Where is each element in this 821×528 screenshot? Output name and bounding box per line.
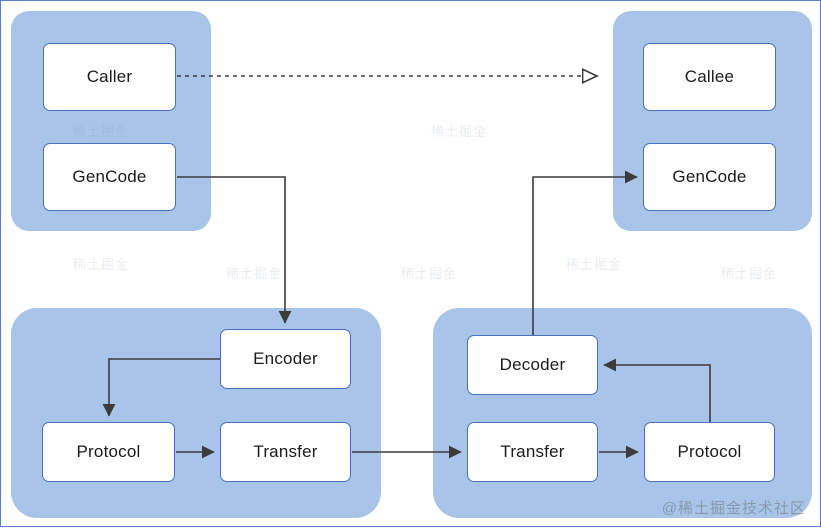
- node-gencode-caller[interactable]: GenCode: [43, 143, 176, 211]
- watermark-text: 稀土掘金: [721, 266, 778, 281]
- node-decoder[interactable]: Decoder: [467, 335, 598, 395]
- node-protocol-right[interactable]: Protocol: [644, 422, 775, 482]
- node-gencode-callee[interactable]: GenCode: [643, 143, 776, 211]
- node-protocol-left[interactable]: Protocol: [42, 422, 175, 482]
- node-callee[interactable]: Callee: [643, 43, 776, 111]
- watermark-text: 稀土掘金: [73, 124, 130, 139]
- watermark-text: 稀土掘金: [73, 257, 130, 272]
- node-caller[interactable]: Caller: [43, 43, 176, 111]
- watermark-text: 稀土掘金: [566, 257, 623, 272]
- watermark-text: 稀土掘金: [226, 266, 283, 281]
- node-encoder[interactable]: Encoder: [220, 329, 351, 389]
- watermark-text: 稀土掘金: [401, 266, 458, 281]
- watermark-text: 稀土掘金: [431, 124, 488, 139]
- node-transfer-right[interactable]: Transfer: [467, 422, 598, 482]
- credit-watermark: @稀土掘金技术社区: [661, 500, 806, 517]
- node-transfer-left[interactable]: Transfer: [220, 422, 351, 482]
